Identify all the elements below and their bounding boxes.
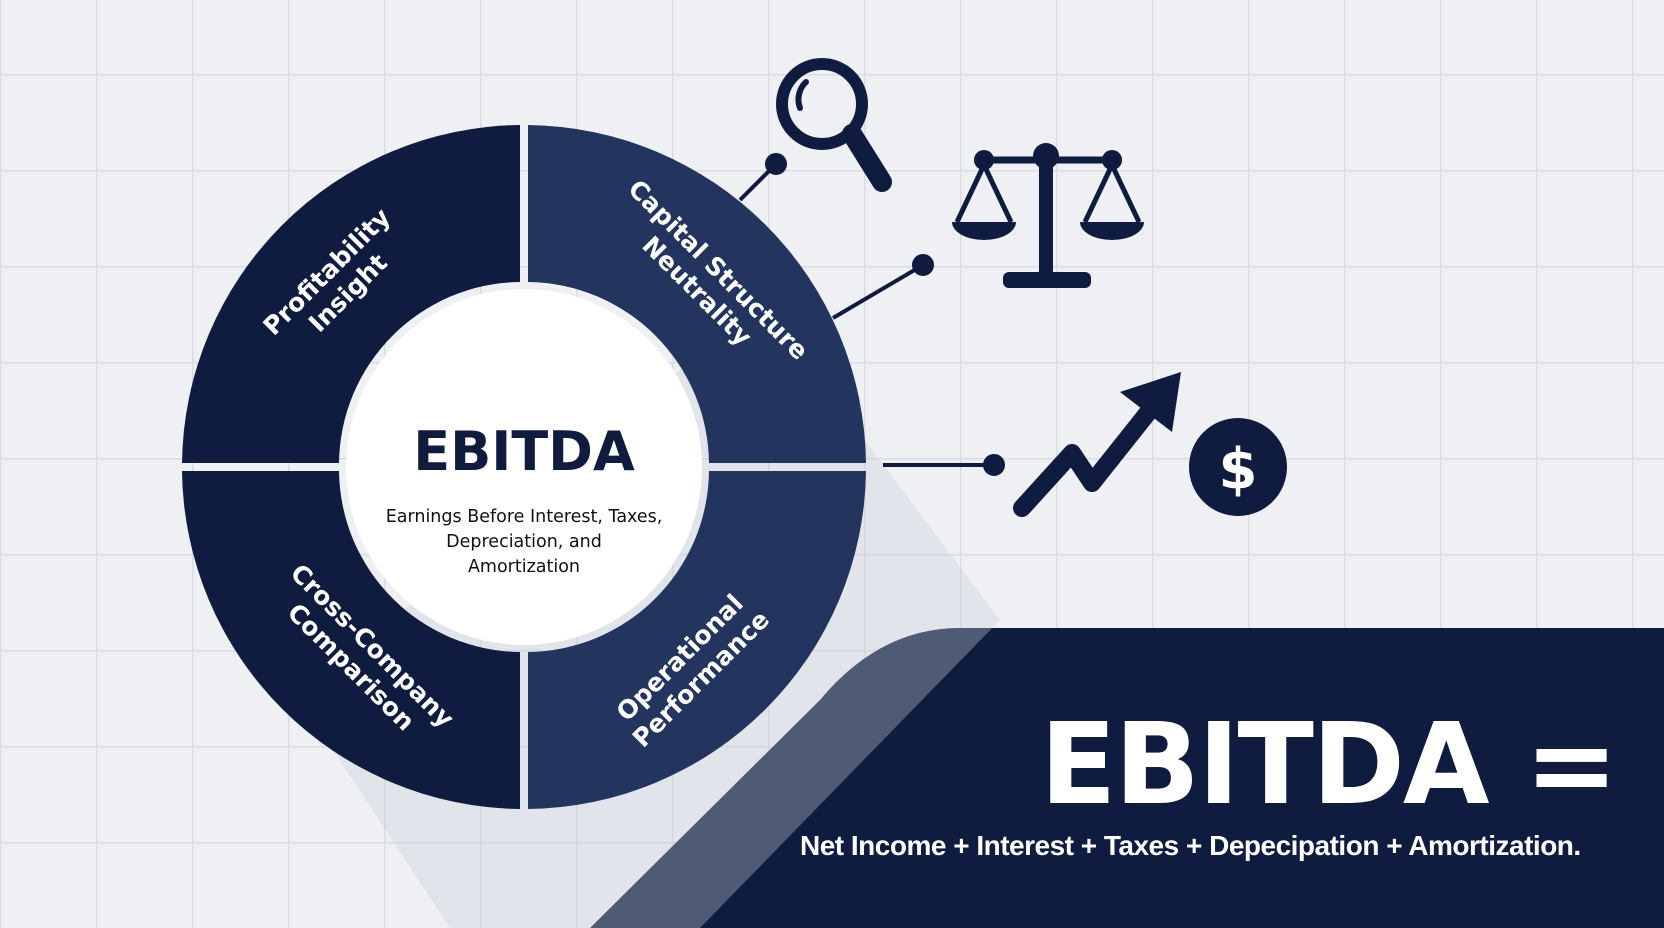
svg-text:$: $ — [1219, 437, 1258, 502]
center-subtitle-line: Earnings Before Interest, Taxes, — [385, 507, 663, 527]
center-title: EBITDA — [413, 420, 635, 483]
formula-title: EBITDA = — [1040, 700, 1618, 830]
formula-text: Net Income + Interest + Taxes + Depecipa… — [800, 830, 1581, 861]
center-subtitle-line: Amortization — [467, 557, 581, 577]
center-subtitle: Earnings Before Interest, Taxes, Depreci… — [354, 505, 694, 580]
center-subtitle-line: Depreciation, and — [446, 532, 602, 552]
formula-panel — [590, 628, 1664, 928]
trend-up-arrow-icon — [1013, 372, 1181, 517]
segment-cross-company — [182, 471, 520, 809]
center-circle — [346, 289, 702, 645]
segment-operational — [528, 471, 866, 809]
magnifier-icon — [776, 58, 892, 192]
connector-lines — [738, 153, 1005, 476]
dollar-coin-icon: $ — [1189, 418, 1287, 516]
segment-capital-structure — [528, 125, 866, 463]
balance-scale-icon — [952, 143, 1144, 288]
ebitda-wheel — [182, 125, 866, 809]
segment-profitability — [182, 125, 520, 463]
